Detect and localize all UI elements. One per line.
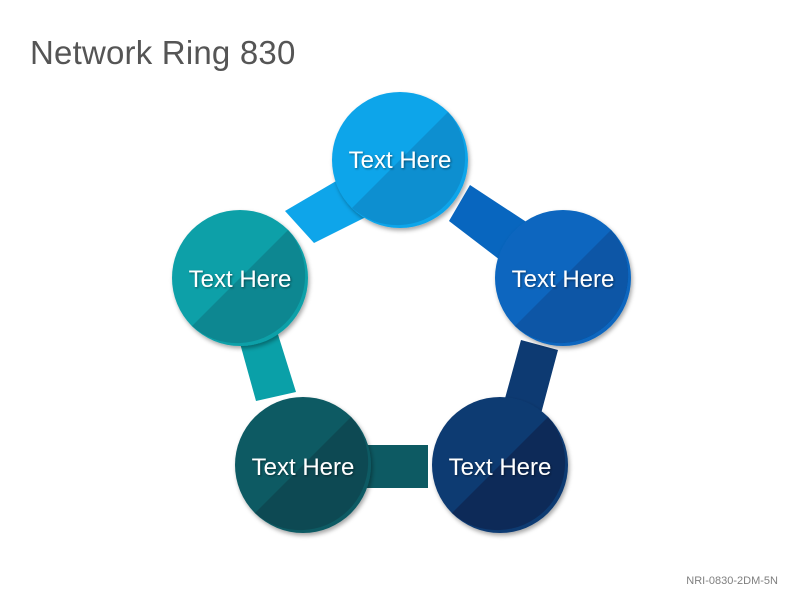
node-right (495, 210, 631, 346)
node-shade-1 (352, 112, 466, 226)
node-shade-4 (255, 417, 369, 531)
node-bottom-left (235, 397, 371, 533)
page-title: Network Ring 830 (30, 34, 296, 71)
node-label-1: Text Here (349, 147, 452, 174)
node-label-2: Text Here (512, 266, 615, 293)
node-label-5: Text Here (189, 266, 292, 293)
node-left (172, 210, 308, 346)
slide-code: NRI-0830-2DM-5N (686, 575, 778, 587)
node-top (332, 92, 468, 228)
node-shade-2 (515, 230, 629, 344)
connector-5 (238, 328, 296, 401)
node-label-4: Text Here (252, 454, 355, 481)
node-bottom-right (432, 397, 568, 533)
node-shade-3 (452, 417, 566, 531)
node-label-3: Text Here (449, 454, 552, 481)
node-shade-5 (192, 230, 306, 344)
